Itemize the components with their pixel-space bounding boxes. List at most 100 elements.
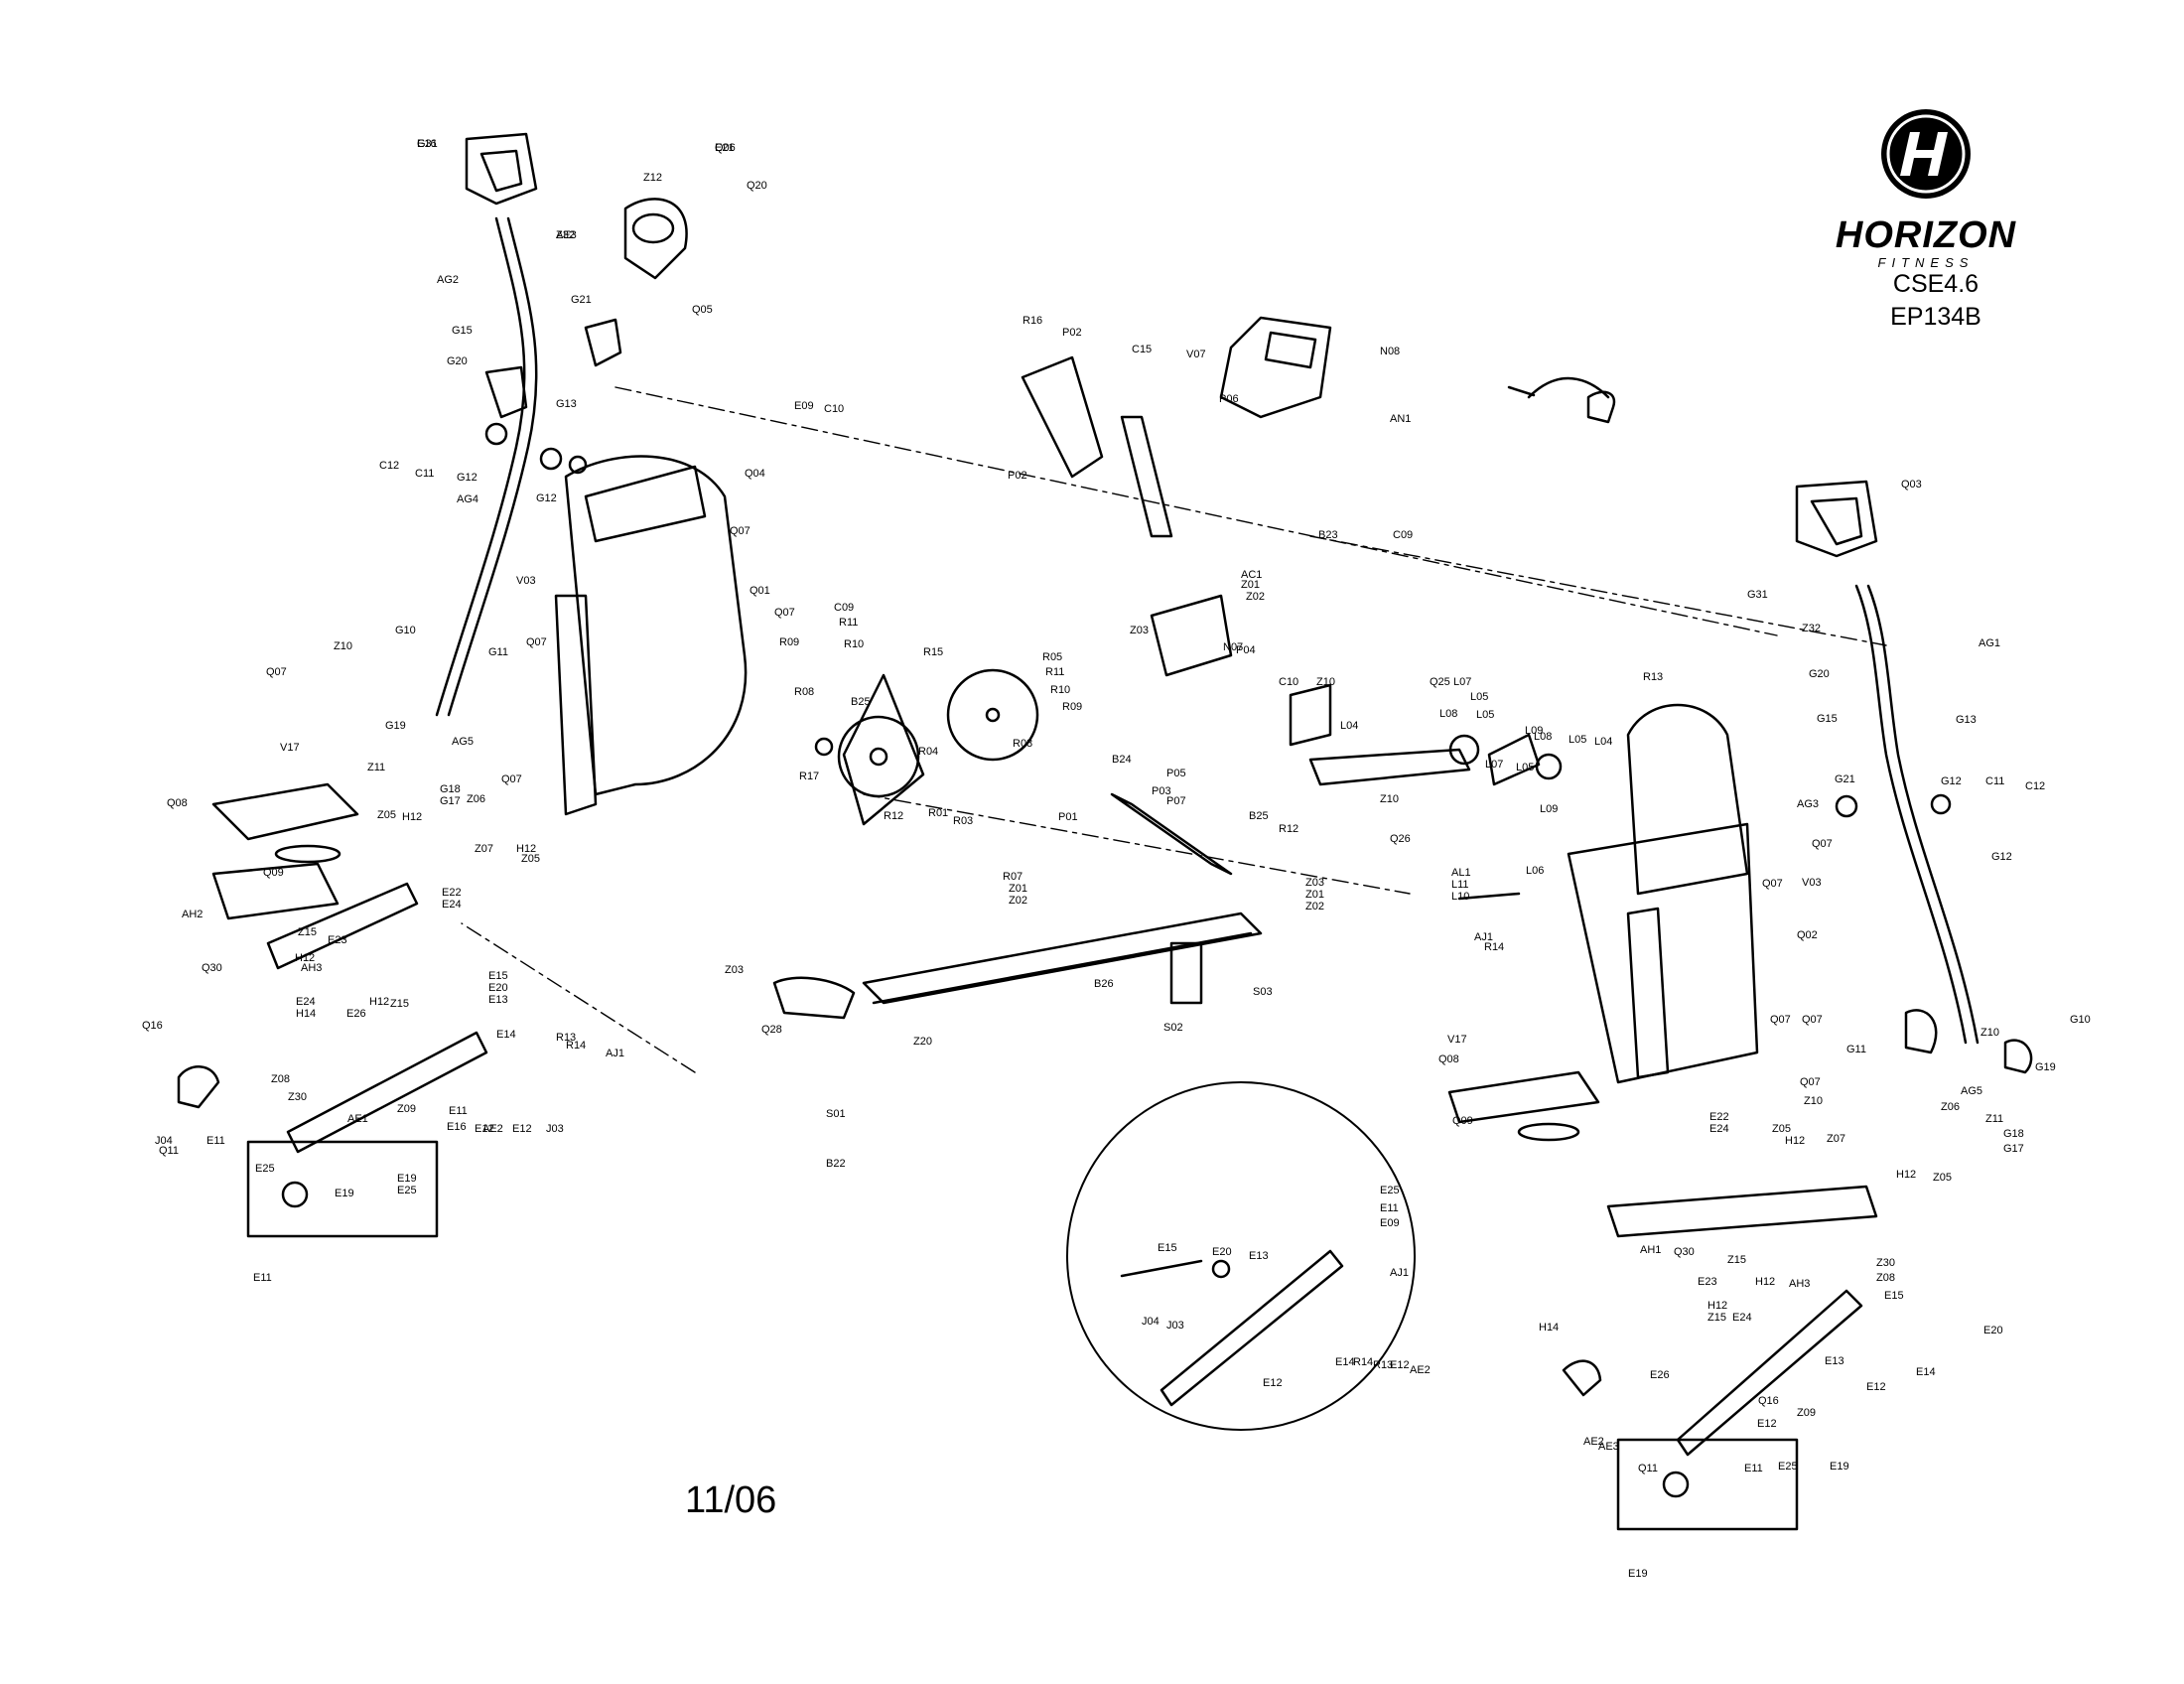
center-frame [772,355,1263,1020]
part-label: L06 [1526,865,1544,877]
part-label: B22 [826,1158,846,1170]
part-label: E13 [1249,1250,1269,1262]
guide-line-left [461,922,696,1073]
part-label: H12 [1896,1169,1916,1181]
part-label: H12 [1707,1300,1727,1312]
part-label: Q28 [761,1024,782,1036]
part-label: B25 [1249,810,1269,822]
part-label: L09 [1540,803,1558,815]
part-label: AE3 [1598,1441,1619,1453]
part-label: G19 [2035,1061,2056,1073]
part-label: E13 [1825,1355,1844,1367]
part-label: E23 [328,934,347,946]
part-label: Q26 [1390,833,1411,845]
part-label: Z07 [1827,1133,1845,1145]
part-label: G21 [1835,773,1855,785]
part-label: Q07 [1800,1076,1821,1088]
part-label: Z02 [1009,895,1027,907]
part-label: B23 [1318,529,1338,541]
part-label: E24 [296,996,316,1008]
part-label: Q11 [159,1145,179,1157]
part-label: Z05 [1933,1172,1952,1184]
part-label: L05 [1470,691,1488,703]
part-label: C15 [1132,344,1152,355]
part-label: Q08 [1438,1053,1459,1065]
part-label: AL1 [1451,867,1471,879]
part-label: G20 [447,355,468,367]
part-label: Z15 [390,998,409,1010]
part-label: B24 [1112,754,1132,766]
part-label: Q11 [1638,1463,1658,1474]
part-label: Q07 [1802,1014,1823,1026]
part-label: N07 [1223,641,1243,653]
part-label: S03 [1253,986,1273,998]
part-label: AH2 [182,909,203,920]
part-label: Z02 [1305,901,1324,912]
part-label: G11 [1846,1044,1866,1055]
part-label: AE1 [347,1113,368,1125]
part-label: E26 [346,1008,366,1020]
flywheel-assembly [814,668,1039,826]
part-label: E26 [1650,1369,1670,1381]
part-label: E24 [1732,1312,1752,1324]
part-label: Z02 [1246,591,1265,603]
part-label: P05 [1166,768,1186,779]
part-label: P02 [1062,327,1082,339]
part-label: R12 [884,810,903,822]
model-code: EP134B [1890,303,1981,331]
part-label: G19 [385,720,406,732]
part-label: E15 [1884,1290,1904,1302]
part-label: Z05 [521,853,540,865]
part-label: C11 [415,468,434,480]
part-label: R15 [923,646,943,658]
part-label: Z15 [298,926,317,938]
part-label: R13 [1373,1359,1393,1371]
part-label: AG5 [1961,1085,1982,1097]
part-label: G18 [440,783,461,795]
part-label: Z03 [1305,877,1324,889]
brand-block: HORIZON FITNESS [1807,104,2045,270]
part-label: Q30 [1674,1246,1695,1258]
guide-line-mid [1309,535,1887,646]
part-label: E09 [794,400,814,412]
part-label: G12 [457,472,478,484]
part-label: C09 [1393,529,1413,541]
right-shroud [1567,703,1759,1084]
part-label: R11 [1045,666,1064,678]
part-label: H12 [1785,1135,1805,1147]
part-label: E20 [488,982,508,994]
part-label: L04 [1594,736,1612,748]
part-label: R11 [839,617,858,629]
part-label: R12 [1279,823,1298,835]
part-label: E15 [1158,1242,1177,1254]
part-label: E12 [1757,1418,1777,1430]
part-label: R04 [918,746,938,758]
part-label: R08 [1013,738,1032,750]
part-label: G21 [571,294,592,306]
part-label: L05 [1476,709,1494,721]
part-label: G18 [2003,1128,2024,1140]
part-label: Q30 [202,962,222,974]
part-label: E19 [335,1188,354,1199]
part-label: E19 [1628,1568,1648,1580]
part-label: AJ1 [1390,1267,1409,1279]
part-label: V07 [1186,349,1206,360]
part-label: G12 [1991,851,2012,863]
part-label: H12 [1755,1276,1775,1288]
part-label: G13 [1956,714,1977,726]
part-label: Q07 [1812,838,1833,850]
part-label: E11 [1744,1463,1763,1474]
part-label: C12 [379,460,399,472]
part-label: E12 [1866,1381,1886,1393]
part-label: Z05 [1772,1123,1791,1135]
part-label: R03 [953,815,973,827]
part-label: E21 [715,142,735,154]
part-label: Z11 [367,762,385,773]
right-pedal-assembly [1447,1070,1878,1531]
part-label: L05 [1516,762,1534,773]
part-label: H12 [369,996,389,1008]
water-bottle-holder [623,198,688,280]
console-assembly [1219,316,1616,424]
part-label: Z07 [475,843,493,855]
part-label: E11 [206,1135,225,1147]
